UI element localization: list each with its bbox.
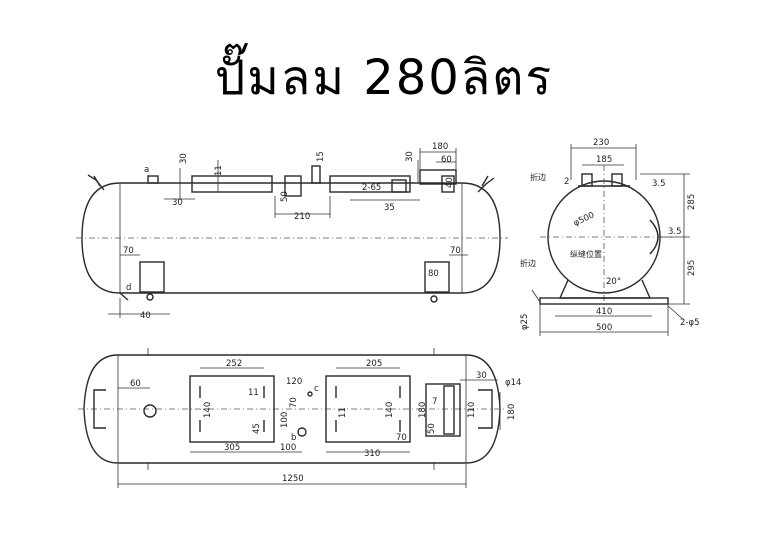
svg-text:折边: 折边 [530,172,546,182]
svg-text:80: 80 [428,269,439,279]
plan-view-dimensions: 60 252 11 120 c 205 30 φ14 140 70 100 45… [130,359,521,484]
label-d: d [126,283,131,293]
svg-text:70: 70 [123,246,134,256]
svg-text:100: 100 [280,412,290,428]
svg-text:185: 185 [596,155,612,165]
svg-text:2-φ5: 2-φ5 [680,318,700,328]
left-saddle [139,261,165,293]
label-a: a [144,165,149,175]
plan-left-handle [93,389,106,429]
svg-text:210: 210 [294,212,310,222]
svg-text:205: 205 [366,359,382,369]
page-title: ปั๊มลม 280ลิตร [214,50,554,106]
tank-plan-view [78,348,506,488]
svg-text:252: 252 [226,359,242,369]
right-saddle [424,261,450,293]
svg-text:100: 100 [280,443,296,453]
svg-text:纵缝位置: 纵缝位置 [570,249,602,259]
svg-text:140: 140 [203,402,213,418]
svg-text:70: 70 [396,433,407,443]
svg-text:70: 70 [450,246,461,256]
tank-circle [547,180,661,294]
right-handle [477,177,495,193]
svg-text:310: 310 [364,449,380,459]
svg-text:30: 30 [172,198,183,208]
svg-text:3.5: 3.5 [652,179,666,189]
svg-text:φ14: φ14 [505,378,521,388]
label-b: b [291,433,296,443]
label-c: c [314,384,319,394]
svg-text:45: 45 [252,423,262,434]
svg-text:2: 2 [564,177,569,187]
svg-text:295: 295 [687,260,697,276]
svg-text:410: 410 [596,307,612,317]
svg-text:50: 50 [280,191,290,202]
svg-text:30: 30 [179,153,189,164]
svg-text:φ25: φ25 [520,314,530,330]
svg-text:20°: 20° [606,277,621,287]
svg-text:2-65: 2-65 [362,183,381,193]
svg-text:305: 305 [224,443,240,453]
svg-text:7: 7 [432,397,437,407]
base-plate [539,297,669,305]
svg-text:40: 40 [140,311,151,321]
svg-text:70: 70 [289,397,299,408]
svg-text:折边: 折边 [520,258,536,268]
plan-right-handle [478,389,493,429]
svg-text:30: 30 [405,151,415,162]
svg-text:60: 60 [130,379,141,389]
svg-text:180: 180 [507,404,517,420]
svg-text:180: 180 [432,142,448,152]
left-mount-plate [189,375,275,443]
svg-text:30: 30 [476,371,487,381]
left-handle [87,174,105,191]
svg-text:140: 140 [385,402,395,418]
svg-text:11: 11 [248,388,259,398]
svg-text:40: 40 [445,177,455,188]
svg-text:120: 120 [286,377,302,387]
svg-text:1250: 1250 [282,474,304,484]
svg-text:500: 500 [596,323,612,333]
svg-text:3.5: 3.5 [668,227,682,237]
right-mount-plate [325,375,411,443]
tank-side-view [76,148,508,318]
svg-text:60: 60 [441,155,452,165]
svg-text:50: 50 [427,423,437,434]
side-fitting [649,219,659,255]
tank-end-view [531,144,690,336]
svg-text:11: 11 [214,165,224,176]
svg-text:φ500: φ500 [572,210,596,228]
svg-text:110: 110 [467,402,477,418]
outlet-circle [143,404,157,418]
svg-text:180: 180 [418,402,428,418]
side-view-dimensions: a 30 11 30 15 50 210 30 180 60 2-65 35 4… [123,142,461,321]
svg-text:285: 285 [687,194,697,210]
svg-text:11: 11 [338,407,348,418]
fitting-a [147,175,159,184]
svg-text:15: 15 [316,151,326,162]
svg-text:35: 35 [384,203,395,213]
svg-text:230: 230 [593,138,609,148]
